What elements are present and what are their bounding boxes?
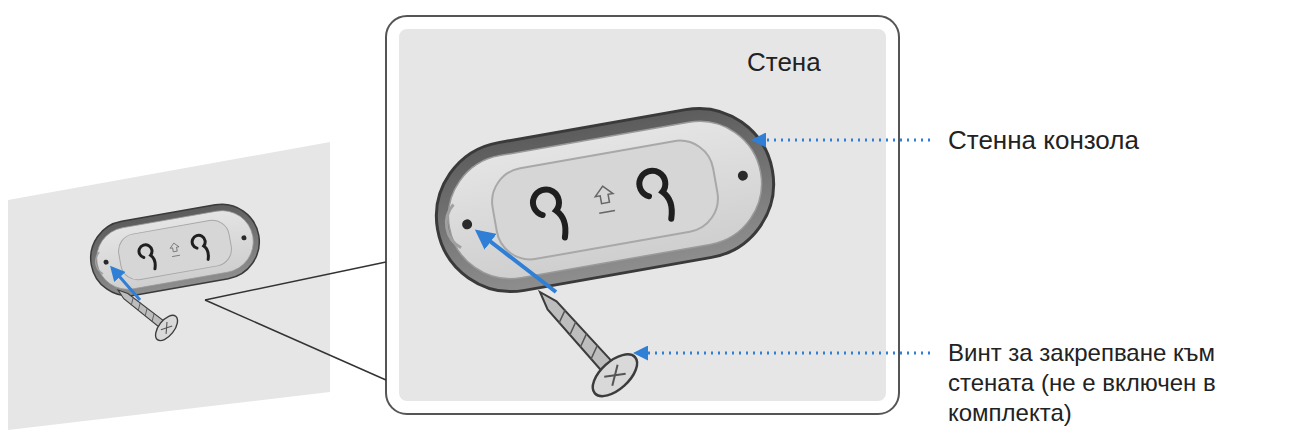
insert-arrow — [112, 268, 140, 300]
leader-line — [754, 139, 930, 142]
wall-screw — [520, 274, 644, 404]
wall-screw — [109, 278, 182, 344]
wall-bracket — [425, 97, 786, 304]
wall-label: Стена — [747, 47, 821, 78]
insert-arrow — [478, 232, 556, 292]
callout-label: Винт за закрепване към стената (не е вкл… — [948, 338, 1220, 428]
leader-line — [636, 352, 930, 355]
callout-label: Стенна конзола — [948, 125, 1268, 155]
wall-panel — [8, 142, 330, 430]
zoom-frame: Стена — [385, 15, 900, 415]
zoom-line — [205, 300, 386, 380]
wall-bracket — [85, 198, 265, 301]
zoom-line — [205, 262, 386, 300]
